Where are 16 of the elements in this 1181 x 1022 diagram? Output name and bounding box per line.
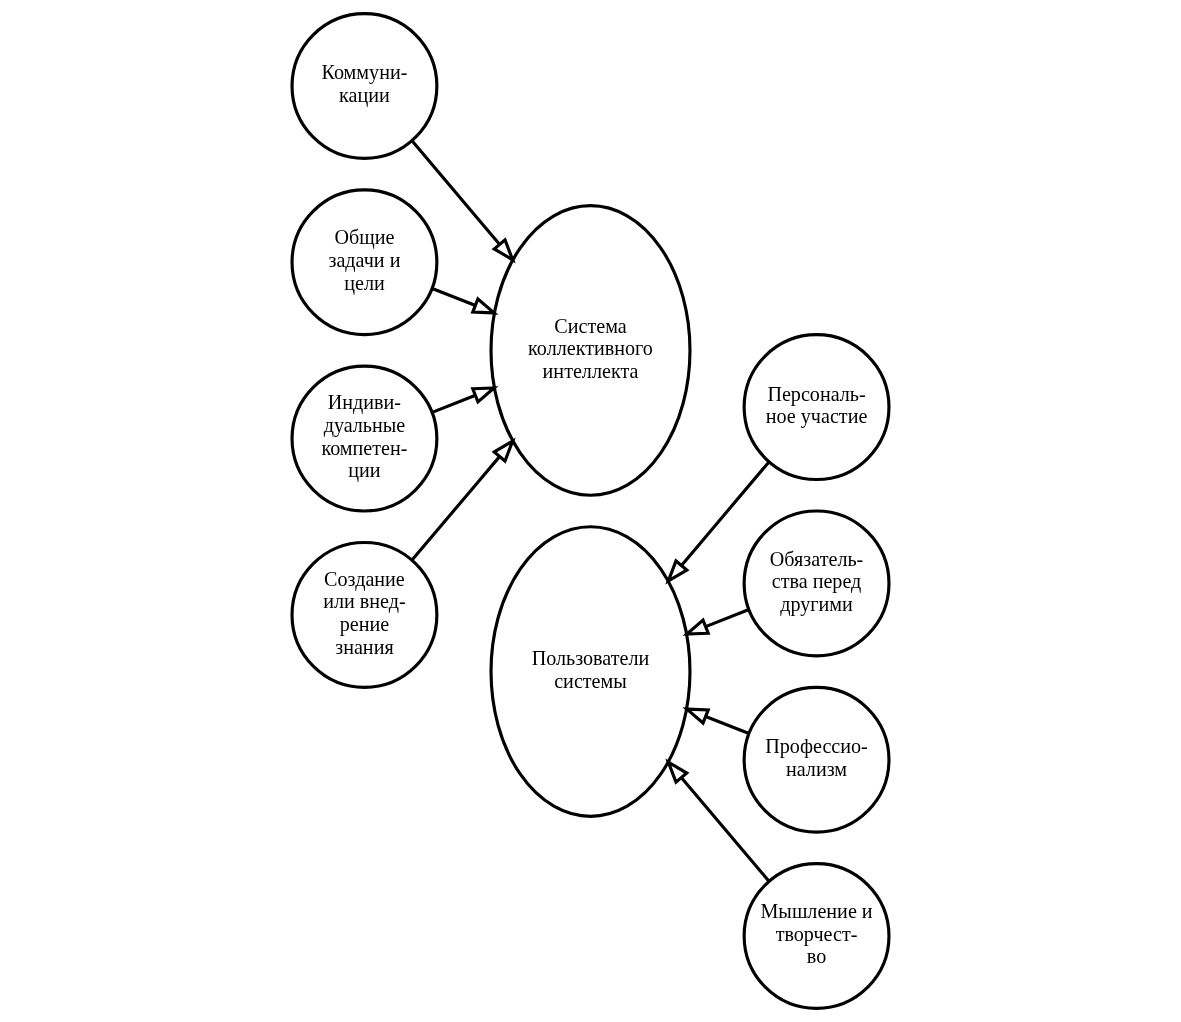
arrow — [410, 437, 516, 562]
arrow — [682, 707, 750, 736]
arrow — [665, 461, 770, 585]
node-circle: Создание или внед- рение знания — [290, 540, 439, 689]
node-circle: Профессио- нализм — [742, 685, 891, 834]
node-circle: Индиви- дуальные компетен- ции — [290, 364, 439, 513]
node-circle: Коммуни- кации — [290, 12, 439, 160]
node-circle: Обязатель- ства перед другими — [742, 509, 891, 658]
arrow — [431, 287, 499, 315]
node-circle: Персональ- ное участие — [742, 333, 891, 482]
arrow — [665, 758, 770, 882]
arrow — [410, 139, 516, 264]
node-circle: Мышление и творчест- во — [742, 862, 891, 1010]
arrow — [431, 386, 499, 414]
node-circle: Общие задачи и цели — [290, 188, 439, 337]
arrow — [682, 608, 750, 636]
